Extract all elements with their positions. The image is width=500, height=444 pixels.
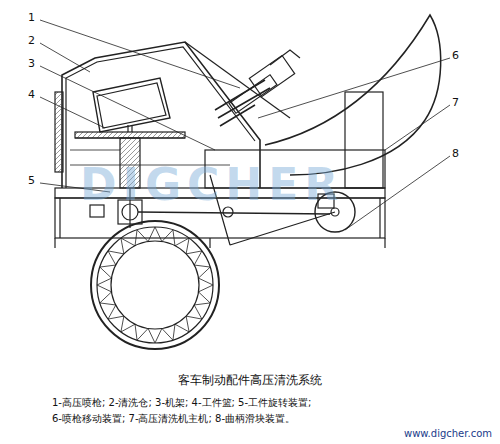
leader-lines <box>40 20 450 230</box>
spoke <box>108 316 124 332</box>
callout-number: 3 <box>28 58 35 71</box>
spoke <box>186 316 202 332</box>
spoke <box>173 230 189 246</box>
spoke <box>121 324 137 340</box>
watermark-url: www.digcher.com <box>404 428 492 440</box>
spoke <box>97 267 112 285</box>
callout-number: 7 <box>452 97 459 110</box>
callout-number: 1 <box>28 12 35 25</box>
spoke <box>137 227 155 242</box>
hood <box>265 15 441 175</box>
spoke <box>194 251 210 267</box>
legend-line: 6-喷枪移动装置; 7-高压清洗机主机; 8-曲柄滑块装置。 <box>52 413 295 425</box>
spray-gun <box>185 42 300 126</box>
spoke <box>100 303 116 319</box>
callout-number: 5 <box>28 175 35 188</box>
frame <box>55 150 385 248</box>
callout-number: 4 <box>28 89 35 102</box>
spoke <box>173 324 189 340</box>
watermark-logo: DIGCHER <box>80 160 344 211</box>
callout-number: 8 <box>452 148 459 161</box>
callout-number: 2 <box>28 35 35 48</box>
legend-line: 1-高压喷枪; 2-清洗仓; 3-机架; 4-工件篮; 5-工件旋转装置; <box>52 397 311 409</box>
spoke <box>186 238 202 254</box>
spoke <box>121 230 137 246</box>
basket-top-view <box>91 221 219 349</box>
spoke <box>155 328 173 343</box>
callout-number: 6 <box>452 50 459 63</box>
spoke <box>108 238 124 254</box>
main-unit <box>345 92 383 188</box>
spoke <box>100 251 116 267</box>
spoke <box>194 303 210 319</box>
caption: 客车制动配件高压清洗系统 <box>178 374 322 388</box>
spoke <box>155 227 173 242</box>
spoke <box>198 285 213 303</box>
spoke <box>137 328 155 343</box>
spoke <box>97 285 112 303</box>
spoke <box>198 267 213 285</box>
